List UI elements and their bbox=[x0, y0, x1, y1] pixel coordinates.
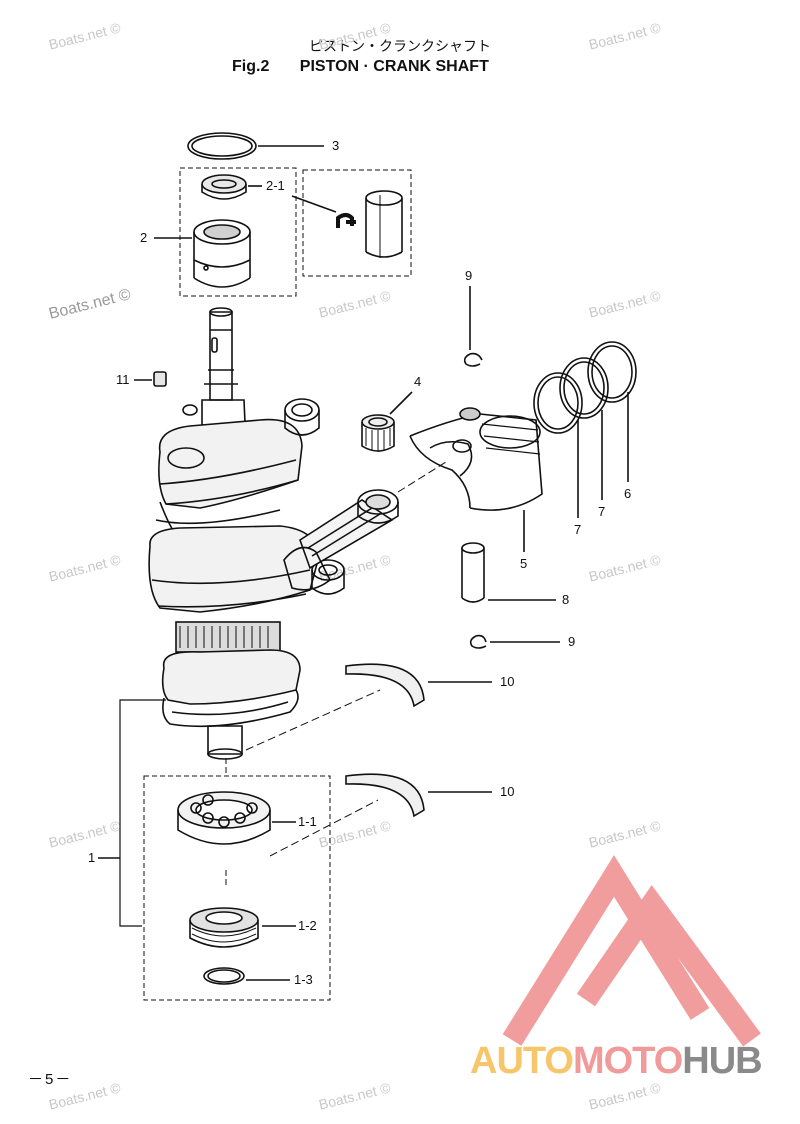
part-10-thrust-washer-upper bbox=[245, 663, 492, 751]
callout-9-lower: 9 bbox=[568, 634, 576, 649]
callout-1: 1 bbox=[88, 850, 96, 865]
callout-9-upper: 9 bbox=[465, 268, 473, 283]
callout-5: 5 bbox=[520, 556, 528, 571]
part-2-1-seal bbox=[201, 174, 262, 200]
inset-detail-box bbox=[302, 169, 412, 277]
part-1-bracket bbox=[119, 699, 166, 927]
part-1-1-ball-bearing bbox=[177, 791, 296, 886]
callout-2: 2 bbox=[140, 230, 148, 245]
page-number: －5－ bbox=[28, 1071, 73, 1088]
part-10-thrust-washer-lower bbox=[269, 773, 492, 857]
inset-sleeve bbox=[365, 190, 403, 258]
callout-10-lower: 10 bbox=[500, 784, 515, 799]
part-7-ring-inner bbox=[533, 372, 583, 518]
part-2-group-box bbox=[179, 167, 297, 297]
callout-3: 3 bbox=[332, 138, 340, 153]
callout-7-outer: 7 bbox=[598, 504, 606, 519]
callout-7-inner: 7 bbox=[574, 522, 582, 537]
callout-1-1: 1-1 bbox=[298, 814, 317, 829]
figure-title: PISTON · CRANK SHAFT bbox=[299, 58, 489, 75]
title-japanese: ピストン・クランクシャフト bbox=[309, 39, 491, 55]
title-english: Fig.2 PISTON · CRANK SHAFT bbox=[232, 58, 489, 76]
part-9-circlip-lower bbox=[469, 634, 560, 649]
part-8-piston-pin bbox=[461, 542, 556, 603]
crankshaft bbox=[148, 307, 345, 760]
logo-hub: HUB bbox=[682, 1040, 762, 1082]
automotohub-logo-text: AUTOMOTOHUB bbox=[470, 1040, 763, 1083]
callout-8: 8 bbox=[562, 592, 570, 607]
callout-1-3: 1-3 bbox=[294, 972, 313, 987]
part-11-key bbox=[134, 371, 167, 387]
part-6-ring bbox=[587, 341, 637, 482]
part-1-group-box bbox=[143, 775, 331, 1001]
connecting-rod bbox=[283, 489, 399, 591]
part-1-2-oil-seal bbox=[189, 907, 296, 948]
logo-moto: MOTO bbox=[572, 1040, 683, 1082]
callout-2-1: 2-1 bbox=[266, 178, 285, 193]
automotohub-logo-mark bbox=[502, 855, 761, 1047]
callout-10-upper: 10 bbox=[500, 674, 515, 689]
part-3-o-ring bbox=[187, 132, 324, 160]
part-5-piston bbox=[397, 407, 543, 552]
part-2-bearing-housing bbox=[154, 219, 251, 288]
part-9-circlip-upper bbox=[463, 286, 483, 367]
logo-auto: AUTO bbox=[470, 1040, 574, 1082]
inset-marker-symbol bbox=[336, 213, 356, 228]
callout-6: 6 bbox=[624, 486, 632, 501]
part-1-3-circlip bbox=[203, 967, 290, 985]
figure-label: Fig.2 bbox=[232, 58, 270, 75]
leader-2-1 bbox=[291, 195, 337, 213]
part-7-ring-outer bbox=[559, 357, 609, 500]
callout-4: 4 bbox=[414, 374, 422, 389]
callout-11: 11 bbox=[116, 372, 130, 387]
part-4-needle-bearing bbox=[361, 391, 413, 452]
callout-1-2: 1-2 bbox=[298, 918, 317, 933]
